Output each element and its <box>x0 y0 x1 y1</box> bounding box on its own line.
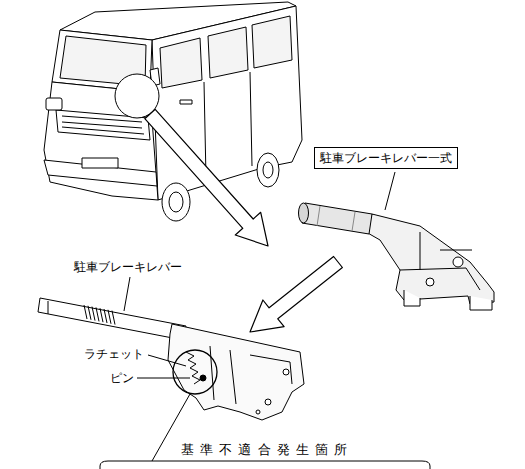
part-label: ピン <box>110 371 134 385</box>
part-name-box: 駐車ブレーキレバー一式 <box>314 147 458 169</box>
leader-line <box>124 277 130 311</box>
part-label: 駐車ブレーキレバー <box>74 260 182 274</box>
pointer-arrow <box>145 109 268 246</box>
van-drawing <box>44 2 302 221</box>
spring-stroke <box>92 307 95 321</box>
spring-stroke <box>96 307 99 321</box>
spring-stroke <box>100 308 103 322</box>
part-name: 駐車ブレーキレバー一式 <box>320 151 452 165</box>
spring-stroke <box>88 306 91 320</box>
part-label: ラチェット <box>84 347 144 361</box>
lever-assembly-drawing <box>299 203 495 310</box>
leader-line <box>148 355 186 366</box>
spring-stroke <box>104 309 107 323</box>
leader-line <box>385 172 395 210</box>
spring-coil <box>84 305 115 325</box>
spring-stroke <box>84 305 87 319</box>
note-text: 基 準 不 適 合 発 生 箇 所 <box>181 442 348 458</box>
leader-line <box>137 378 190 379</box>
spring-stroke <box>108 310 111 324</box>
leader-lines <box>100 172 430 469</box>
pointer-arrows <box>145 109 343 332</box>
pointer-arrow <box>250 257 342 333</box>
spring-stroke <box>112 311 115 325</box>
bracket <box>100 461 430 469</box>
